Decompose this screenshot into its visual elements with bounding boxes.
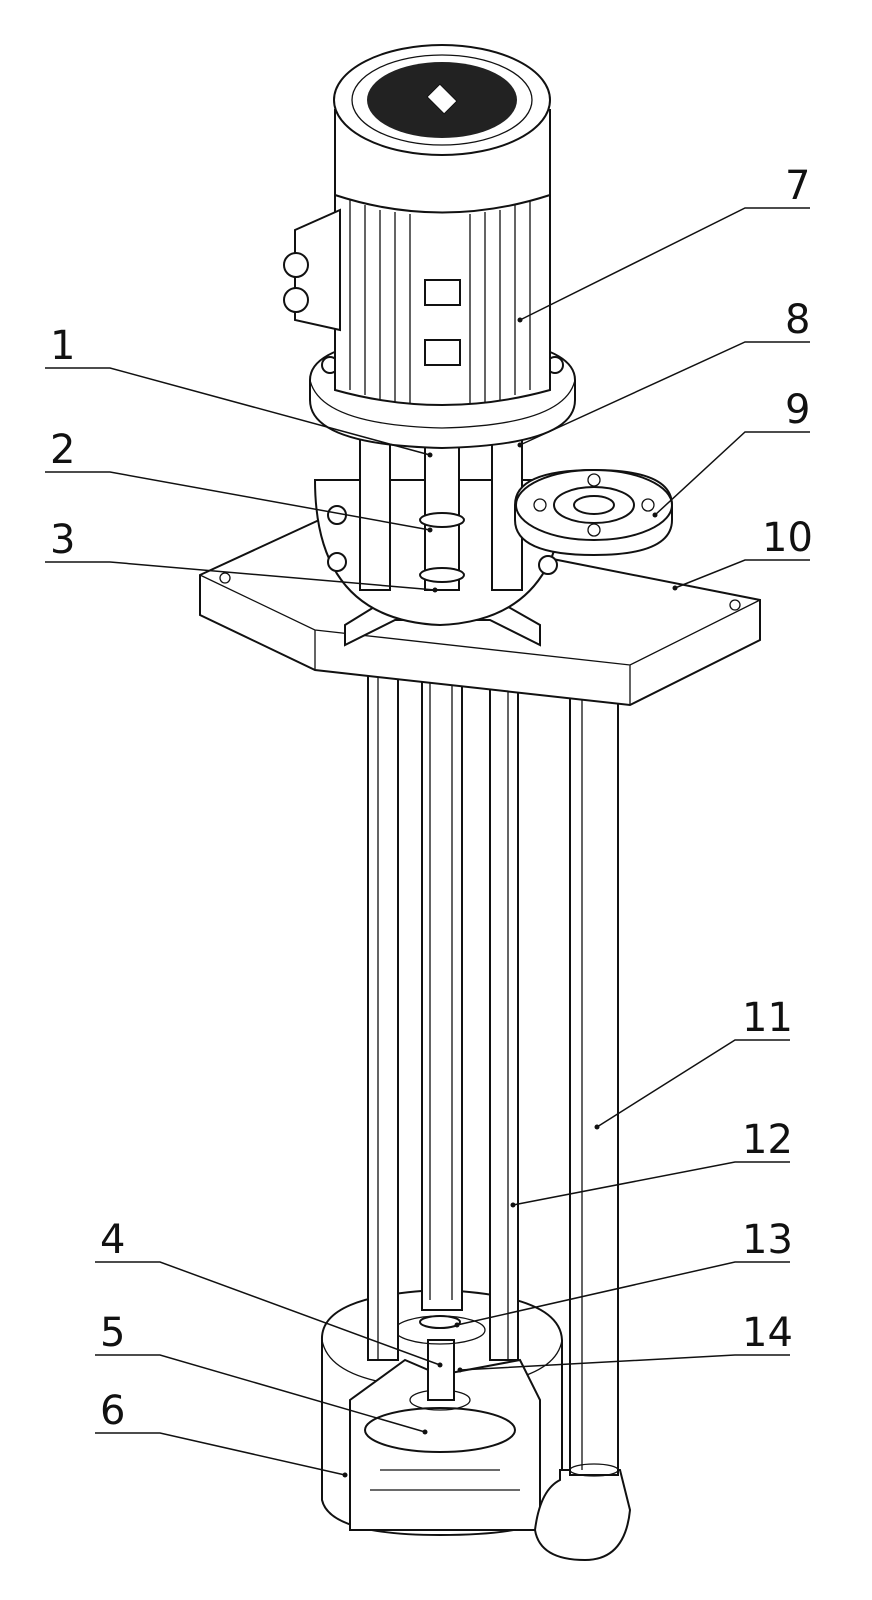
discharge-elbow (533, 1469, 632, 1562)
callout-5: 5 (100, 1310, 126, 1356)
callout-11: 11 (742, 995, 793, 1041)
callout-2: 2 (50, 427, 76, 473)
callout-13: 13 (742, 1217, 793, 1263)
callout-7: 7 (785, 163, 811, 209)
callout-14: 14 (742, 1310, 793, 1356)
callout-3: 3 (50, 517, 76, 563)
callout-1: 1 (50, 323, 76, 369)
discharge-flange (514, 468, 673, 557)
column-pipes (367, 589, 519, 1361)
callout-9: 9 (785, 387, 811, 433)
leader-dots (342, 317, 678, 1478)
motor (283, 44, 551, 406)
callout-6: 6 (100, 1388, 126, 1434)
callout-8: 8 (785, 297, 811, 343)
leader-lines (45, 207, 810, 1476)
callout-4: 4 (100, 1217, 126, 1263)
callout-10: 10 (762, 515, 813, 561)
motor-support (313, 429, 567, 627)
callout-12: 12 (742, 1117, 793, 1163)
discharge-pipe (569, 576, 619, 1477)
